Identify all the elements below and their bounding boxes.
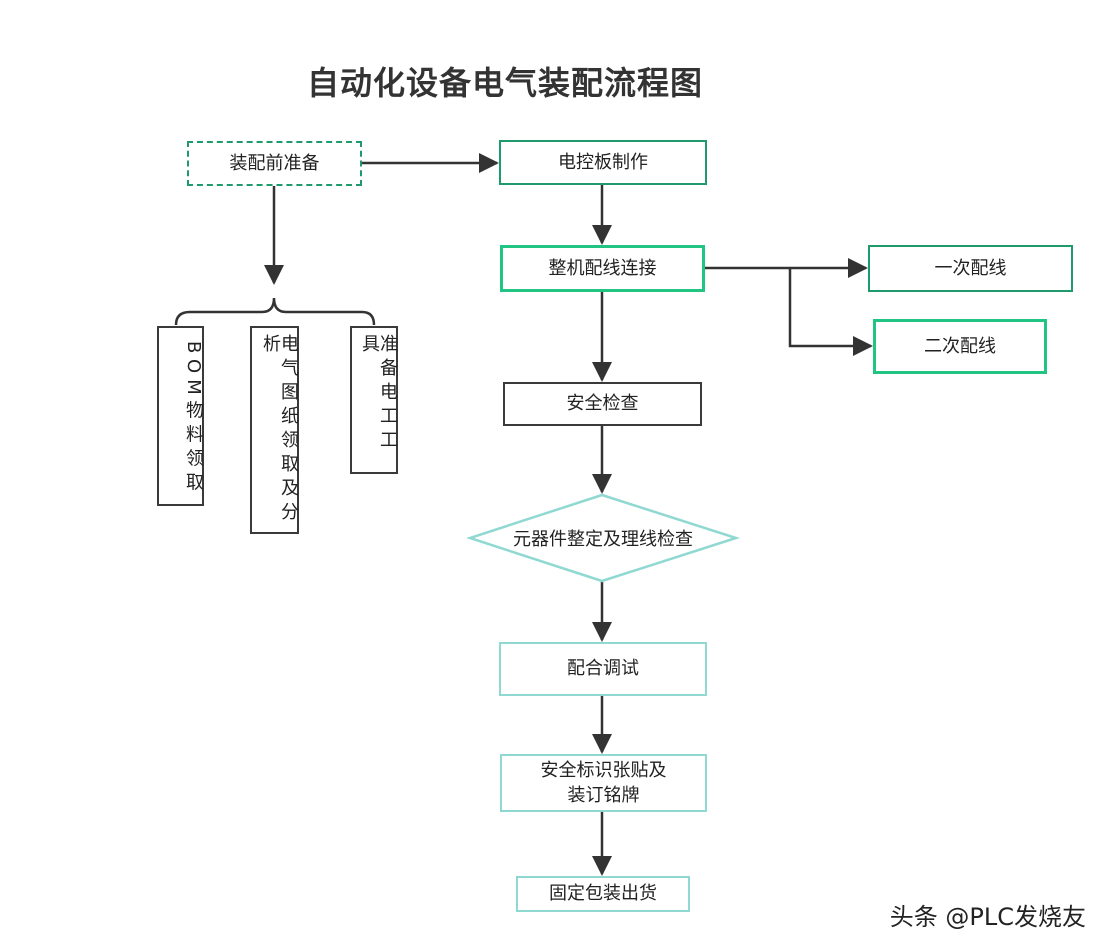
node-secondary-label: 二次配线 [924, 335, 996, 357]
node-safety-check-label: 安全检查 [566, 393, 639, 415]
arrow-wiring-to-secondary [788, 268, 873, 356]
node-component-check: 元器件整定及理线检查 [470, 522, 736, 554]
node-safety-check: 安全检查 [503, 382, 702, 426]
node-bom: BOM物料领取 [157, 326, 204, 506]
node-labels: 安全标识张贴及 装订铭牌 [500, 754, 707, 812]
node-wiring: 整机配线连接 [500, 245, 705, 292]
node-tools: 准备电工工具 [350, 326, 398, 474]
node-drawings-label: 电气图纸领取及分析 [260, 334, 299, 526]
node-panel-label: 电控板制作 [558, 151, 648, 173]
node-debug-label: 配合调试 [567, 658, 639, 680]
node-primary: 一次配线 [868, 245, 1073, 292]
node-wiring-label: 整机配线连接 [548, 257, 657, 279]
node-packing-label: 固定包装出货 [549, 883, 657, 905]
node-labels-line2: 装订铭牌 [567, 785, 640, 806]
node-component-check-label: 元器件整定及理线检查 [513, 529, 693, 550]
node-secondary: 二次配线 [873, 319, 1047, 374]
brace [174, 297, 376, 326]
node-bom-label: BOM物料领取 [183, 341, 204, 497]
node-tools-label: 准备电工工具 [359, 334, 398, 454]
node-debug: 配合调试 [499, 642, 707, 696]
node-prep-label: 装配前准备 [229, 152, 320, 174]
watermark: 头条 @PLC发烧友 [889, 903, 1086, 931]
node-primary-label: 一次配线 [934, 257, 1007, 279]
node-prep: 装配前准备 [187, 141, 362, 186]
node-drawings: 电气图纸领取及分析 [250, 326, 299, 534]
page-title: 自动化设备电气装配流程图 [306, 64, 703, 102]
node-panel: 电控板制作 [499, 140, 707, 185]
node-labels-line1: 安全标识张贴及 [540, 759, 667, 781]
node-packing: 固定包装出货 [516, 876, 690, 912]
decision-diamond [465, 493, 741, 583]
